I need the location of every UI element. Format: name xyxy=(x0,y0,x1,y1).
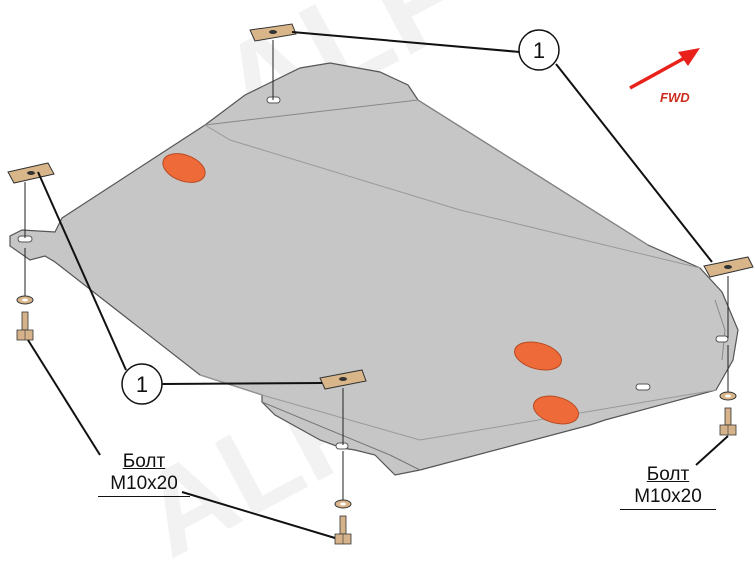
fwd-label: FWD xyxy=(660,90,690,105)
fwd-indicator: FWD xyxy=(629,48,700,105)
mount-hole-right-lower xyxy=(635,383,651,391)
leader-callout2-bottom xyxy=(161,382,323,385)
logo-pad-1 xyxy=(162,153,206,183)
plate-right-flange xyxy=(714,299,726,361)
plate-crease-upper xyxy=(204,124,701,269)
leader-lines xyxy=(27,31,729,539)
washer-bottom xyxy=(334,499,352,509)
leader-callout1-top xyxy=(291,31,521,53)
bolt-label-size: М10х20 xyxy=(98,473,190,497)
mount-hole-right xyxy=(715,335,729,343)
bracket-top xyxy=(249,23,297,42)
bracket-bottom xyxy=(319,369,367,390)
callout-number: 1 xyxy=(533,38,545,63)
bolt-left xyxy=(16,311,34,341)
leader-bolt-left-2 xyxy=(181,491,336,539)
bolt-label-size: М10х20 xyxy=(620,486,716,510)
bolt-bottom xyxy=(334,515,352,545)
bolt-axes xyxy=(24,40,729,502)
bolt-label-name: Болт xyxy=(646,464,690,485)
bolt-label-name: Болт xyxy=(122,451,166,472)
bolts xyxy=(16,311,737,545)
washer-left xyxy=(16,295,34,305)
skid-plate xyxy=(9,62,739,476)
bolt-label-right: Болт М10х20 xyxy=(620,464,716,510)
leader-bolt-left-1 xyxy=(27,339,101,456)
leader-callout1-right xyxy=(555,63,713,263)
plate-edge-fold xyxy=(204,99,649,246)
bolt-right xyxy=(719,407,737,436)
plate-lower-flange xyxy=(261,401,421,471)
leader-callout2-left xyxy=(37,171,127,371)
logo-pad-3 xyxy=(533,395,579,425)
plate-outline xyxy=(9,62,739,476)
mount-hole-bottom xyxy=(335,442,349,450)
washers xyxy=(16,295,737,509)
washer-right xyxy=(719,391,737,401)
logo-pads xyxy=(162,153,579,425)
logo-pad-2 xyxy=(514,341,562,371)
callout-1-top: 1 xyxy=(518,29,560,71)
fwd-arrow-shaft xyxy=(629,53,691,90)
bracket-right xyxy=(703,256,754,278)
bolt-label-left: Болт М10х20 xyxy=(98,451,190,497)
callout-number: 1 xyxy=(136,372,148,397)
brackets xyxy=(7,23,754,390)
leader-bolt-right xyxy=(695,435,729,466)
callout-1-bottom: 1 xyxy=(121,363,163,405)
bracket-left xyxy=(7,162,55,184)
fwd-arrow-icon xyxy=(678,48,700,66)
